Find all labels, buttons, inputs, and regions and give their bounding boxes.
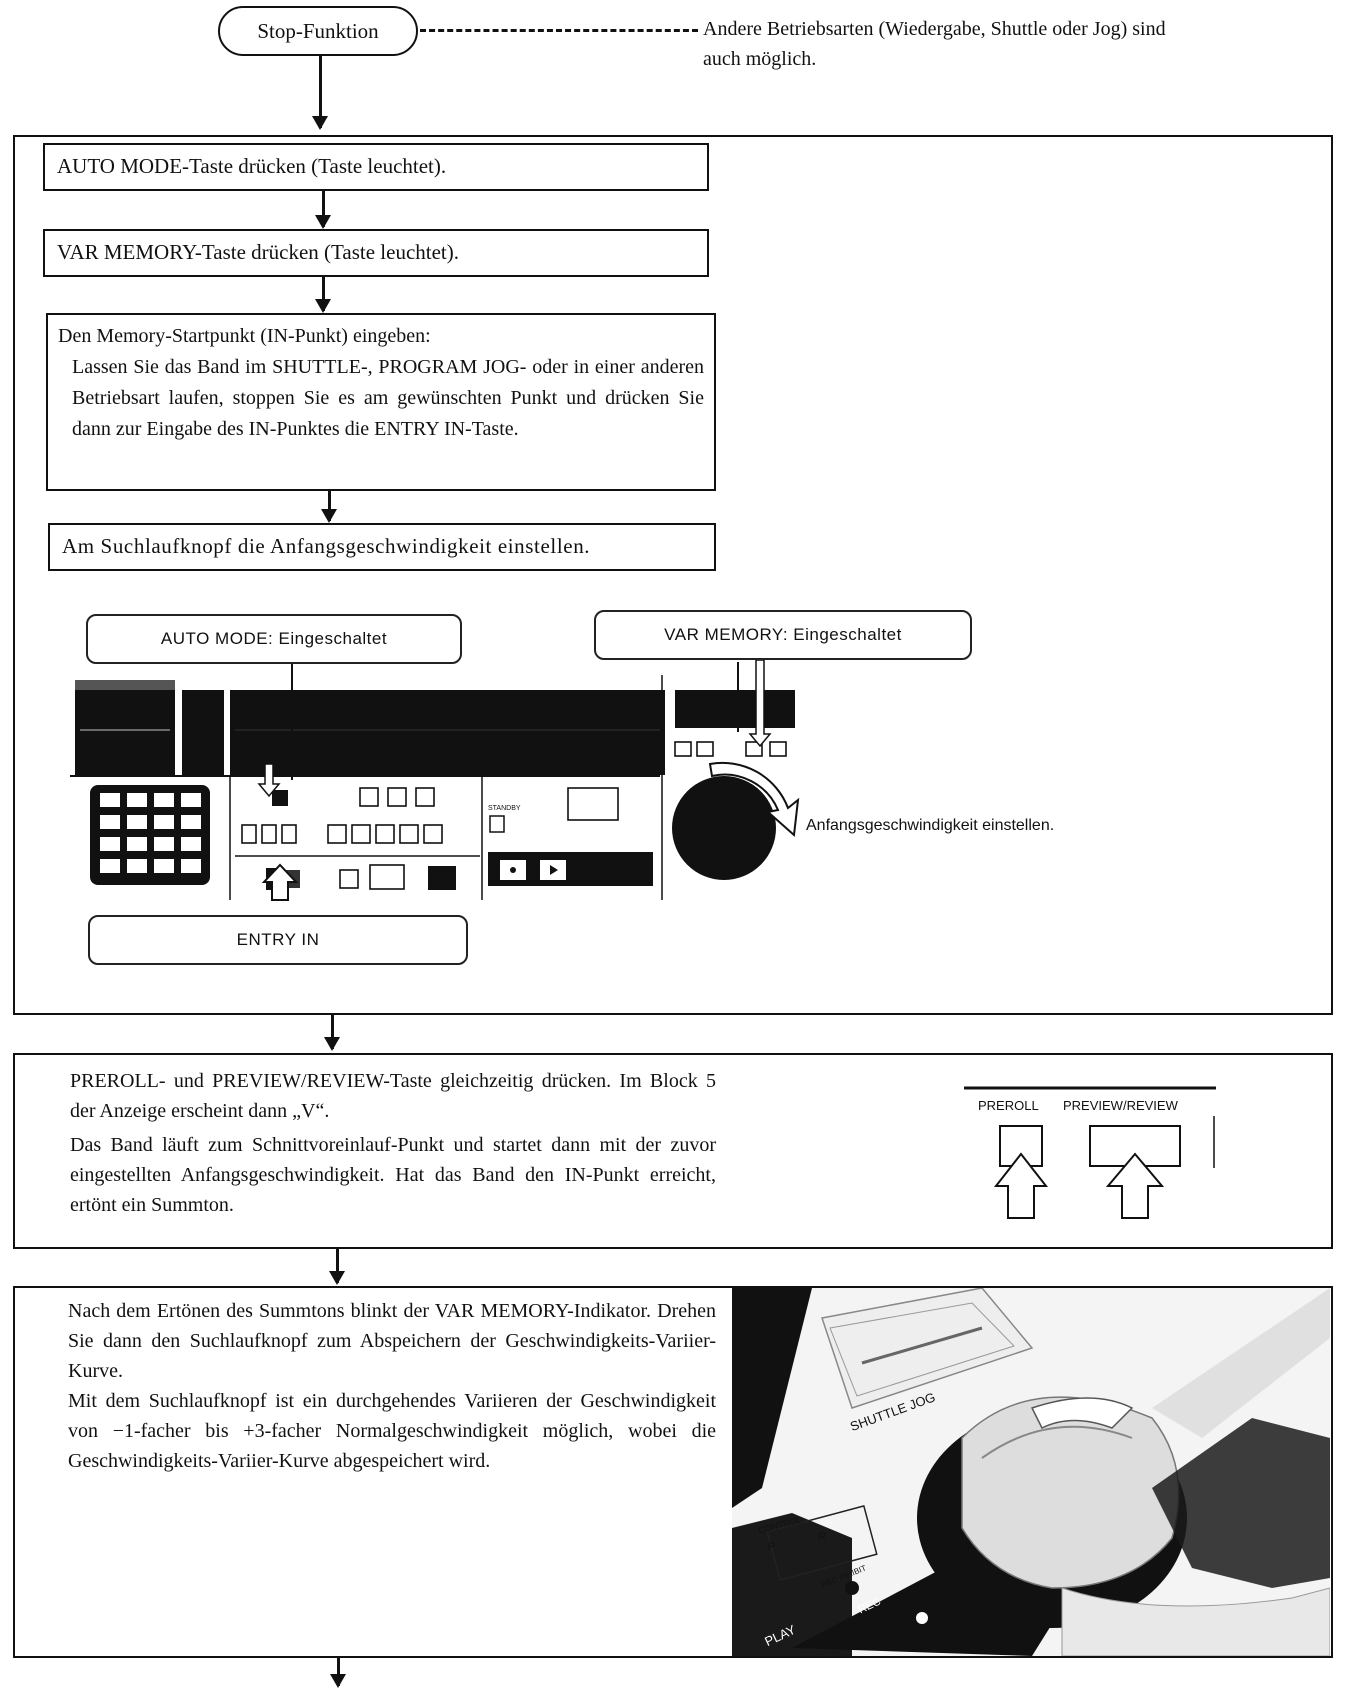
step-var-memory: VAR MEMORY-Taste drücken (Taste leuchtet… [43, 229, 709, 277]
step-in-point-title: Den Memory-Startpunkt (IN-Punkt) eingebe… [58, 321, 704, 352]
control-panel-illustration: STANDBY [70, 660, 1150, 922]
preroll-para1: PREROLL- und PREVIEW/REVIEW-Taste gleich… [70, 1066, 716, 1126]
step-in-point-body: Lassen Sie das Band im SHUTTLE-, PROGRAM… [58, 352, 704, 445]
auto-mode-callout-text: AUTO MODE: Eingeschaltet [161, 629, 387, 648]
step-initial-speed-text: Am Suchlaufknopf die Anfangsgeschwindigk… [62, 534, 590, 558]
standby-text: STANDBY [488, 805, 521, 812]
dashed-connector [420, 29, 698, 32]
var-memory-callout: VAR MEMORY: Eingeschaltet [594, 610, 972, 660]
step-initial-speed: Am Suchlaufknopf die Anfangsgeschwindigk… [48, 523, 716, 571]
flow-arrow [331, 1015, 334, 1049]
photo-p-label: P [768, 1541, 775, 1553]
entry-in-callout: ENTRY IN [88, 915, 468, 965]
flow-arrow [337, 1658, 340, 1686]
stop-function-pill: Stop-Funktion [218, 6, 418, 56]
step-in-point: Den Memory-Startpunkt (IN-Punkt) eingebe… [46, 313, 716, 491]
knob-label: Anfangsgeschwindigkeit einstellen. [806, 817, 1054, 835]
knob-photo [732, 1288, 1330, 1656]
flow-arrow [322, 191, 325, 227]
entry-in-callout-text: ENTRY IN [237, 930, 320, 949]
step-auto-mode-text: AUTO MODE-Taste drücken (Taste leuchtet)… [57, 154, 446, 178]
memory-para1: Nach dem Ertönen des Summtons blinkt der… [68, 1296, 716, 1386]
preroll-label: PREROLL [978, 1098, 1039, 1113]
flow-arrow [319, 56, 322, 128]
flow-arrow [328, 491, 331, 521]
stop-function-label: Stop-Funktion [257, 19, 378, 43]
preroll-para2: Das Band läuft zum Schnittvoreinlauf-Pun… [70, 1130, 716, 1220]
preview-review-label: PREVIEW/REVIEW [1063, 1098, 1178, 1113]
top-note: Andere Betriebsarten (Wiedergabe, Shuttl… [703, 14, 1338, 74]
var-memory-callout-text: VAR MEMORY: Eingeschaltet [664, 625, 902, 644]
step-var-memory-text: VAR MEMORY-Taste drücken (Taste leuchtet… [57, 240, 459, 264]
top-note-line1: Andere Betriebsarten (Wiedergabe, Shuttl… [703, 14, 1338, 44]
flow-arrow [336, 1249, 339, 1283]
flow-arrow [322, 277, 325, 311]
top-note-line2: auch möglich. [703, 44, 1338, 74]
step-auto-mode: AUTO MODE-Taste drücken (Taste leuchtet)… [43, 143, 709, 191]
memory-para2: Mit dem Suchlaufknopf ist ein durchgehen… [68, 1386, 716, 1476]
photo-r-label: R [818, 1531, 826, 1543]
auto-mode-callout: AUTO MODE: Eingeschaltet [86, 614, 462, 664]
memory-text: Nach dem Ertönen des Summtons blinkt der… [68, 1296, 716, 1476]
preroll-text: PREROLL- und PREVIEW/REVIEW-Taste gleich… [70, 1066, 716, 1220]
